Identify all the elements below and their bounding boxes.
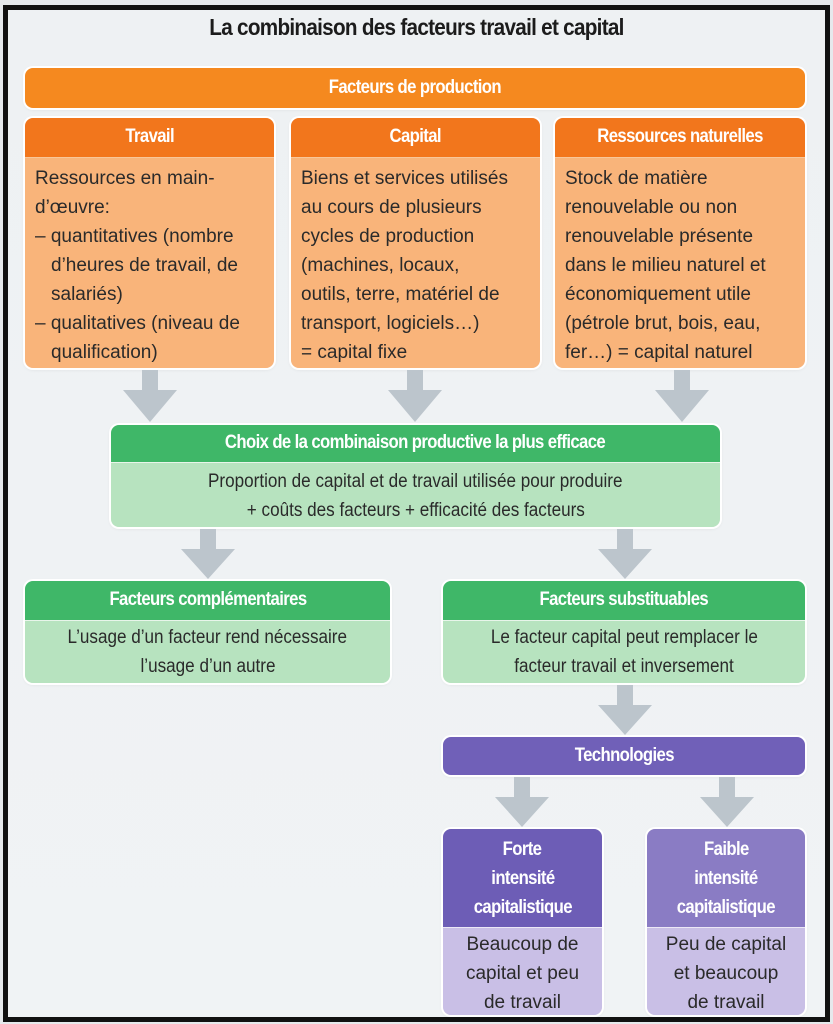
forte-title-line: capitalistique (473, 896, 572, 918)
arrow-down-icon (492, 777, 552, 827)
ressources-line: (pétrole brut, bois, eau, (565, 313, 761, 334)
substituables-line: Le facteur capital peut remplacer le (490, 627, 758, 648)
forte-body: Beaucoup de capital et peu de travail (443, 928, 602, 1015)
choix-box: Choix de la combinaison productive la pl… (111, 425, 720, 527)
complementaires-line: L’usage d’un facteur rend nécessaire (67, 627, 348, 648)
forte-body-line: Beaucoup de (466, 934, 579, 955)
faible-body-line: et beaucoup (673, 963, 779, 984)
ressources-body: Stock de matière renouvelable ou non ren… (555, 158, 805, 368)
substituables-header: Facteurs substituables (443, 581, 805, 621)
capital-line: outils, terre, matériel de (301, 284, 500, 305)
ressources-line: fer…) = capital naturel (565, 342, 753, 363)
complementaires-header: Facteurs complémentaires (25, 581, 390, 621)
faible-title-line: Faible (703, 838, 749, 860)
faible-header: Faible intensité capitalistique (647, 829, 805, 928)
capital-line: transport, logiciels…) (301, 313, 480, 334)
travail-intro-line: Ressources en main- (35, 168, 215, 189)
arrow-down-icon (178, 529, 238, 579)
arrow-down-icon (385, 370, 445, 422)
capital-title: Capital (389, 126, 442, 148)
ressources-title: Ressources naturelles (597, 126, 763, 148)
substituables-line: facteur travail et inversement (514, 656, 734, 677)
travail-intro-line: d’œuvre: (35, 197, 110, 218)
choix-line: Proportion de capital et de travail util… (208, 471, 623, 492)
arrow-down-icon (697, 777, 757, 827)
choix-header: Choix de la combinaison productive la pl… (111, 425, 720, 463)
ressources-header: Ressources naturelles (555, 118, 805, 158)
arrow-down-icon (595, 529, 655, 579)
forte-header: Forte intensité capitalistique (443, 829, 602, 928)
travail-item-qualitatives: – qualitatives (niveau de qualification) (35, 313, 240, 363)
choix-title: Choix de la combinaison productive la pl… (225, 432, 606, 454)
forte-title-line: Forte (503, 838, 542, 860)
capital-line: (machines, locaux, (301, 255, 460, 276)
capital-line: = capital fixe (301, 342, 408, 363)
travail-item-quantitatives: – quantitatives (nombre d’heures de trav… (35, 226, 238, 305)
complementaires-box: Facteurs complémentaires L’usage d’un fa… (25, 581, 390, 683)
ressources-line: dans le milieu naturel et (565, 255, 766, 276)
forte-title-line: intensité (490, 867, 555, 889)
ressources-line: renouvelable présente (565, 226, 754, 247)
faible-body-line: de travail (687, 992, 765, 1013)
ressources-line: économiquement utile (565, 284, 751, 305)
substituables-box: Facteurs substituables Le facteur capita… (443, 581, 805, 683)
complementaires-line: l’usage d’un autre (140, 656, 275, 677)
forte-body-line: de travail (483, 992, 562, 1013)
travail-title: Travail (125, 126, 174, 148)
technologies-title: Technologies (574, 744, 674, 766)
faible-title-line: intensité (694, 867, 758, 889)
capital-line: cycles de production (301, 226, 475, 247)
capital-line: Biens et services utilisés (301, 168, 508, 189)
choix-line: + coûts des facteurs + efficacité des fa… (246, 500, 585, 521)
capital-line: au cours de plusieurs (301, 197, 482, 218)
technologies-banner: Technologies (443, 737, 805, 775)
substituables-body: Le facteur capital peut remplacer le fac… (443, 621, 805, 683)
travail-box: Travail Ressources en main- d’œuvre: – q… (25, 118, 274, 368)
production-factors-banner: Facteurs de production (25, 68, 805, 108)
forte-body-line: capital et peu (465, 963, 580, 984)
travail-body: Ressources en main- d’œuvre: – quantitat… (25, 158, 274, 368)
capital-box: Capital Biens et services utilisés au co… (291, 118, 540, 368)
capital-body: Biens et services utilisés au cours de p… (291, 158, 540, 368)
complementaires-body: L’usage d’un facteur rend nécessaire l’u… (25, 621, 390, 683)
ressources-box: Ressources naturelles Stock de matière r… (555, 118, 805, 368)
diagram-title: La combinaison des facteurs travail et c… (209, 14, 624, 40)
complementaires-title: Facteurs complémentaires (108, 589, 307, 611)
arrow-down-icon (652, 370, 712, 422)
arrow-down-icon (120, 370, 180, 422)
ressources-line: Stock de matière (565, 168, 708, 189)
faible-title-line: capitalistique (676, 896, 776, 918)
ressources-line: renouvelable ou non (565, 197, 738, 218)
choix-body: Proportion de capital et de travail util… (111, 463, 720, 527)
faible-intensite-box: Faible intensité capitalistique Peu de c… (647, 829, 805, 1015)
arrow-down-icon (595, 685, 655, 735)
production-factors-label: Facteurs de production (328, 76, 502, 98)
faible-body-line: Peu de capital (665, 934, 787, 955)
travail-header: Travail (25, 118, 274, 158)
faible-body: Peu de capital et beaucoup de travail (647, 928, 805, 1015)
capital-header: Capital (291, 118, 540, 158)
forte-intensite-box: Forte intensité capitalistique Beaucoup … (443, 829, 602, 1015)
substituables-title: Facteurs substituables (539, 589, 709, 611)
